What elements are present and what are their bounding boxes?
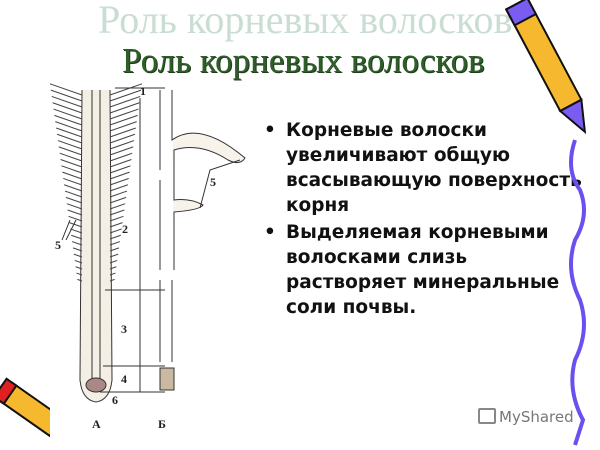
- root-hair: [63, 184, 83, 192]
- root-hair: [53, 108, 83, 120]
- root-hair: [70, 228, 83, 234]
- root-hair: [109, 253, 119, 258]
- root-hair: [51, 95, 83, 108]
- label-3: 3: [121, 322, 127, 336]
- root-hair: [109, 121, 137, 132]
- root-hair: [109, 159, 132, 168]
- root-hair: [76, 272, 83, 276]
- root-hair: [64, 190, 83, 198]
- root-hair: [109, 83, 143, 96]
- root-hair: [62, 171, 83, 180]
- root-hair: [109, 152, 133, 162]
- bullet-item: Выделяемая корневыми волосками слизь рас…: [262, 220, 582, 320]
- root-hair: [109, 171, 130, 180]
- root-hair: [109, 89, 142, 102]
- root-hair: [72, 247, 83, 252]
- label-5: 5: [210, 175, 216, 189]
- root-hair: [56, 133, 83, 144]
- root-hair: [50, 89, 83, 102]
- root-hair: [109, 228, 122, 234]
- root-hair: [66, 203, 83, 210]
- root-hair: [67, 209, 83, 216]
- root-hair: [109, 272, 116, 276]
- root-hair: [61, 165, 83, 174]
- label-5: 5: [55, 238, 61, 252]
- root-hair: [109, 247, 120, 252]
- root-hair: [109, 114, 138, 126]
- root-hair: [75, 266, 83, 270]
- root-hair: [109, 177, 129, 186]
- root-hair: [52, 102, 83, 114]
- label-a: А: [92, 417, 101, 431]
- root-hair: [109, 165, 131, 174]
- root-hair: [74, 259, 83, 264]
- root-hair: [109, 241, 121, 246]
- root-hair: [109, 266, 117, 270]
- root-hair: [109, 222, 123, 228]
- root-hair: [109, 127, 136, 138]
- root-hair: [109, 259, 118, 264]
- root-hair: [109, 102, 140, 114]
- presentation-icon: [478, 408, 496, 424]
- root-hair-diagram: [49, 83, 246, 403]
- root-hair: [63, 177, 83, 186]
- root-hair: [109, 209, 125, 216]
- watermark: MyShared: [478, 408, 574, 426]
- pencil-decoration: [505, 0, 587, 446]
- label-1: 1: [140, 84, 146, 98]
- label-6: 6: [112, 393, 118, 407]
- root-hair: [68, 215, 83, 222]
- label-b: Б: [158, 417, 166, 431]
- root-hair: [109, 146, 134, 156]
- root-hair: [109, 190, 128, 198]
- root-hair: [109, 203, 126, 210]
- root-hair: [77, 278, 83, 282]
- slide-title-shadow: Роль корневых волосков: [98, 0, 513, 42]
- root-hair: [109, 184, 129, 192]
- root-hair: [65, 196, 83, 204]
- root-hair: [60, 159, 83, 168]
- label-2: 2: [122, 222, 128, 236]
- root-hair: [49, 83, 83, 96]
- label-4: 4: [121, 372, 127, 386]
- watermark-text: MyShared: [499, 408, 574, 426]
- slide-title: Роль корневых волосков: [122, 41, 485, 80]
- root-hair: [58, 146, 83, 156]
- root-hair: [57, 140, 83, 150]
- root-hair: [109, 95, 141, 108]
- root-hair: [109, 234, 121, 240]
- pencil-decoration: [0, 377, 50, 438]
- bullet-item: Корневые волоски увеличивают общую всасы…: [262, 118, 582, 218]
- root-hair: [109, 133, 136, 144]
- root-hair: [109, 108, 139, 120]
- root-hair: [59, 152, 83, 162]
- root-hair: [54, 114, 83, 126]
- root-hair: [56, 127, 83, 138]
- root-hair: [69, 222, 83, 228]
- root-hair: [109, 278, 115, 282]
- root-hair: [71, 234, 83, 240]
- root-hair: [73, 253, 83, 258]
- bullet-list: Корневые волоски увеличивают общую всасы…: [262, 118, 582, 322]
- root-hair: [71, 241, 83, 246]
- root-hair: [109, 196, 127, 204]
- root-hair: [55, 121, 83, 132]
- root-hair: [109, 215, 124, 222]
- root-hair: [109, 140, 135, 150]
